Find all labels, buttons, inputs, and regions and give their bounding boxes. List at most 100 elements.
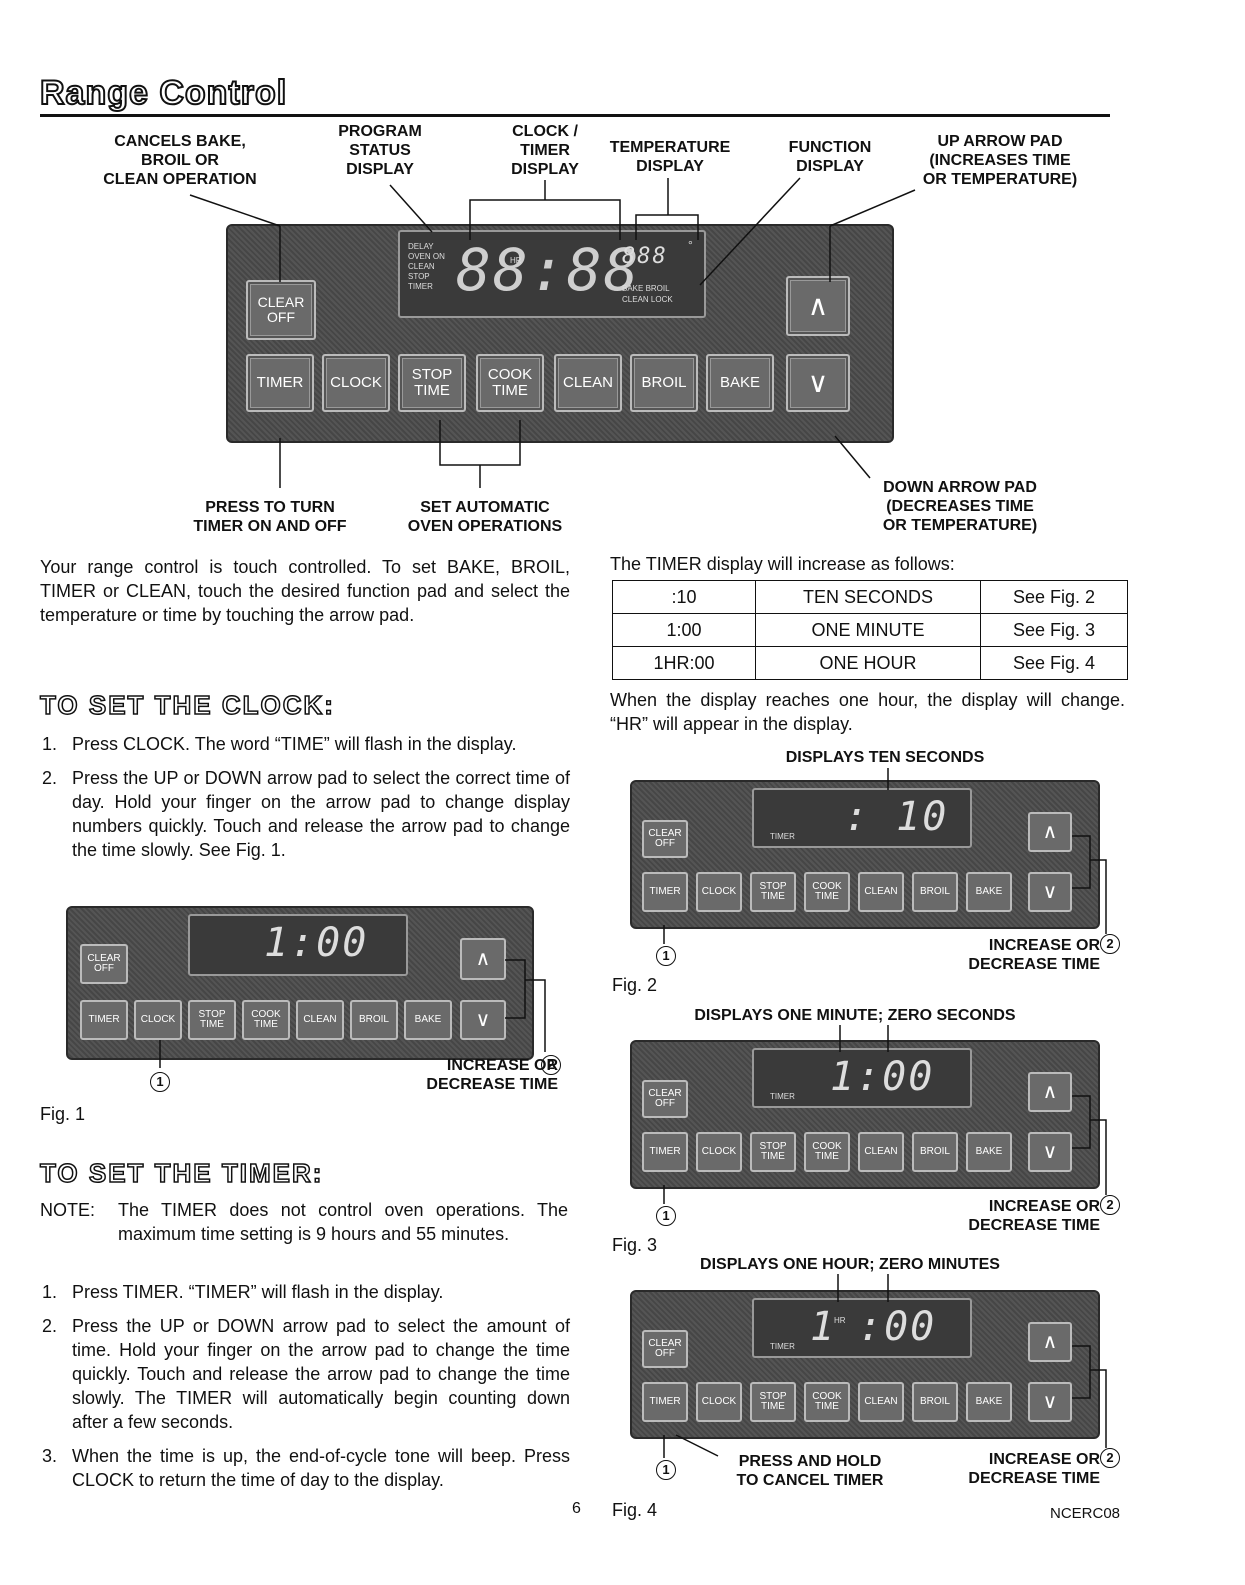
fig4-increase-decrease: INCREASE OR DECREASE TIME: [968, 1451, 1100, 1487]
fig3-timer-button[interactable]: TIMER: [642, 1132, 688, 1172]
fig4-label: Fig. 4: [612, 1500, 658, 1520]
fig1-up-arrow-button[interactable]: ∧: [460, 938, 506, 980]
clear-off-button[interactable]: CLEAR OFF: [246, 280, 316, 340]
fig1-broil-button[interactable]: BROIL: [350, 1000, 398, 1040]
cook-time-button[interactable]: COOK TIME: [476, 354, 544, 412]
clock-steps: 1.Press CLOCK. The word “TIME” will flas…: [42, 732, 570, 872]
callout-set-automatic: SET AUTOMATIC OVEN OPERATIONS: [407, 499, 563, 535]
title-rule: [40, 114, 1110, 117]
fig2-display: TIMER : 10: [752, 788, 972, 848]
chevron-down-icon: ∨: [475, 1008, 491, 1031]
temperature-digits: 888: [622, 244, 668, 269]
fig1-digits: 1:00: [264, 920, 369, 966]
fig4-marker-2: 2: [1100, 1448, 1120, 1468]
fig4-clean-button[interactable]: CLEAN: [858, 1382, 904, 1422]
fig3-label: Fig. 3: [612, 1235, 658, 1255]
page-title: Range Control: [39, 73, 288, 113]
timer-button[interactable]: TIMER: [246, 354, 314, 412]
fig2-clear-off-button[interactable]: CLEAR OFF: [642, 820, 688, 858]
fig1-stop-time-button[interactable]: STOP TIME: [188, 1000, 236, 1040]
fig3-cook-time-button[interactable]: COOK TIME: [804, 1132, 850, 1172]
fig3-broil-button[interactable]: BROIL: [912, 1132, 958, 1172]
fig2-down-arrow-button[interactable]: ∨: [1028, 872, 1072, 912]
fig3-marker-2: 2: [1100, 1195, 1120, 1215]
fig1-clean-button[interactable]: CLEAN: [296, 1000, 344, 1040]
fig2-up-arrow-button[interactable]: ∧: [1028, 812, 1072, 852]
doc-code: NCERC08: [1050, 1505, 1121, 1522]
fig2-panel: CLEAR OFF TIMER : 10 ∧ TIMER CLOCK STOP …: [630, 780, 1100, 929]
fig3-clean-button[interactable]: CLEAN: [858, 1132, 904, 1172]
fig3-clock-button[interactable]: CLOCK: [696, 1132, 742, 1172]
fig1-clock-button[interactable]: CLOCK: [134, 1000, 182, 1040]
callout-down-arrow: DOWN ARROW PAD (DECREASES TIME OR TEMPER…: [882, 479, 1038, 534]
fig1-marker-1: 1: [150, 1072, 170, 1092]
fig3-clear-off-button[interactable]: CLEAR OFF: [642, 1080, 688, 1118]
note-label: NOTE:: [40, 1200, 96, 1220]
fig3-display: TIMER 1:00: [752, 1048, 972, 1108]
timer-steps: 1.Press TIMER. “TIMER” will flash in the…: [42, 1280, 570, 1502]
fig2-digits: : 10: [844, 794, 949, 840]
fig2-broil-button[interactable]: BROIL: [912, 872, 958, 912]
broil-button[interactable]: BROIL: [630, 354, 698, 412]
fig4-broil-button[interactable]: BROIL: [912, 1382, 958, 1422]
chevron-down-icon: ∨: [1042, 880, 1058, 903]
fig1-panel: CLEAR OFF 1:00 ∧ TIMER CLOCK STOP TIME C…: [66, 906, 534, 1060]
timer-table: :10 TEN SECONDS See Fig. 2 1:00 ONE MINU…: [612, 580, 1128, 680]
fig1-clear-off-button[interactable]: CLEAR OFF: [80, 944, 128, 984]
fig2-stop-time-button[interactable]: STOP TIME: [750, 872, 796, 912]
function-row-1: BAKE BROIL: [622, 284, 670, 293]
main-control-panel: CLEAR OFF DELAY OVEN ON CLEAN STOP TIMER…: [226, 224, 894, 443]
stop-time-button[interactable]: STOP TIME: [398, 354, 466, 412]
callout-cancels: CANCELS BAKE, BROIL OR CLEAN OPERATION: [103, 133, 257, 188]
fig1-increase-decrease: INCREASE OR DECREASE TIME: [426, 1057, 558, 1093]
fig4-bake-button[interactable]: BAKE: [966, 1382, 1012, 1422]
fig4-stop-time-button[interactable]: STOP TIME: [750, 1382, 796, 1422]
fig4-minute-digits: :00: [858, 1304, 937, 1350]
clock-step: 1.Press CLOCK. The word “TIME” will flas…: [42, 734, 517, 754]
chevron-up-icon: ∧: [475, 947, 491, 970]
chevron-up-icon: ∧: [1042, 1080, 1058, 1103]
timer-step: 3.When the time is up, the end-of-cycle …: [42, 1446, 570, 1490]
clean-button[interactable]: CLEAN: [554, 354, 622, 412]
fig2-clock-button[interactable]: CLOCK: [696, 872, 742, 912]
fig3-bake-button[interactable]: BAKE: [966, 1132, 1012, 1172]
fig2-cook-time-button[interactable]: COOK TIME: [804, 872, 850, 912]
callout-program-status: PROGRAM STATUS DISPLAY: [338, 123, 422, 178]
fig1-bake-button[interactable]: BAKE: [404, 1000, 452, 1040]
up-arrow-button[interactable]: ∧: [786, 276, 850, 336]
status-words: DELAY OVEN ON CLEAN STOP TIMER: [408, 242, 445, 291]
fig4-clock-button[interactable]: CLOCK: [696, 1382, 742, 1422]
fig2-bake-button[interactable]: BAKE: [966, 872, 1012, 912]
fig1-timer-button[interactable]: TIMER: [80, 1000, 128, 1040]
fig2-timer-button[interactable]: TIMER: [642, 872, 688, 912]
fig1-down-arrow-button[interactable]: ∨: [460, 1000, 506, 1040]
fig2-caption: DISPLAYS TEN SECONDS: [785, 749, 985, 766]
main-display: DELAY OVEN ON CLEAN STOP TIMER 88:88 HR …: [398, 230, 706, 318]
fig3-down-arrow-button[interactable]: ∨: [1028, 1132, 1072, 1172]
down-arrow-button[interactable]: ∨: [786, 354, 850, 412]
fig1-display: 1:00: [188, 914, 408, 976]
bake-button[interactable]: BAKE: [706, 354, 774, 412]
fig4-timer-button[interactable]: TIMER: [642, 1382, 688, 1422]
fig4-marker-1: 1: [656, 1460, 676, 1480]
fig3-digits: 1:00: [830, 1054, 935, 1100]
chevron-up-icon: ∧: [1042, 1330, 1058, 1353]
intro-paragraph: Your range control is touch controlled. …: [40, 557, 570, 625]
clock-heading: TO SET THE CLOCK:: [39, 689, 335, 721]
fig2-clean-button[interactable]: CLEAN: [858, 872, 904, 912]
fig3-up-arrow-button[interactable]: ∧: [1028, 1072, 1072, 1112]
fig3-stop-time-button[interactable]: STOP TIME: [750, 1132, 796, 1172]
fig4-display: TIMER 1 HR :00: [752, 1298, 972, 1358]
fig4-up-arrow-button[interactable]: ∧: [1028, 1322, 1072, 1362]
clock-button[interactable]: CLOCK: [322, 354, 390, 412]
fig4-cook-time-button[interactable]: COOK TIME: [804, 1382, 850, 1422]
fig4-down-arrow-button[interactable]: ∨: [1028, 1382, 1072, 1422]
function-row-2: CLEAN LOCK: [622, 295, 673, 304]
chevron-down-icon: ∨: [1042, 1390, 1058, 1413]
clock-digits: 88:88: [456, 236, 641, 304]
fig1-cook-time-button[interactable]: COOK TIME: [242, 1000, 290, 1040]
fig4-press-hold: PRESS AND HOLD TO CANCEL TIMER: [736, 1453, 884, 1489]
fig4-clear-off-button[interactable]: CLEAR OFF: [642, 1330, 688, 1368]
